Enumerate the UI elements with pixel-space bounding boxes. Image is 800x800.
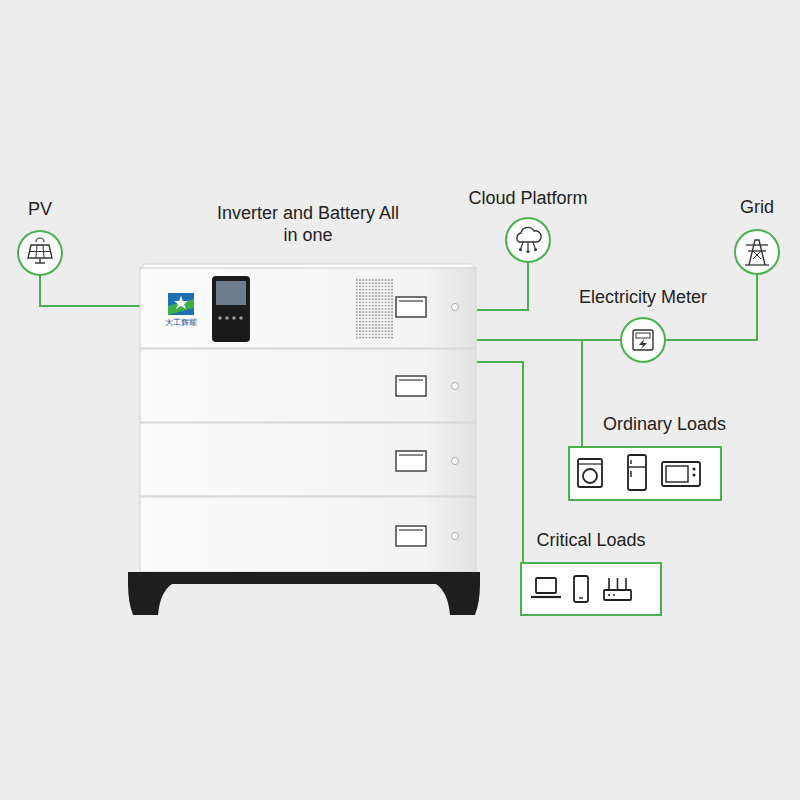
- icon-circle: [505, 217, 551, 263]
- device-icons: [520, 562, 662, 616]
- icon-circle: [734, 229, 780, 275]
- connector-line: [666, 275, 757, 340]
- unit-body: [140, 265, 477, 617]
- icon-circle: [620, 317, 666, 363]
- connector-line: [477, 263, 528, 310]
- load-box: Ordinary Loads: [564, 413, 728, 503]
- inverter-battery-unit: Inverter and Battery All in one: [138, 202, 478, 618]
- node-label: Inverter and Battery All in one: [216, 202, 401, 246]
- node-label: PV: [8, 198, 72, 220]
- node-label: Grid: [725, 196, 789, 218]
- solar-panel-icon: [19, 232, 61, 274]
- node-label: Critical Loads: [516, 529, 666, 551]
- cloud-icon: [507, 219, 549, 261]
- load-box: Critical Loads: [516, 529, 666, 619]
- inverter-battery-cabinet: [128, 264, 480, 615]
- node-label: Cloud Platform: [453, 187, 603, 209]
- meter-node: Electricity Meter: [561, 286, 725, 364]
- grid-node: Grid: [725, 196, 789, 276]
- pv-node: PV: [8, 198, 72, 278]
- icon-circle: [17, 230, 63, 276]
- node-label: Electricity Meter: [561, 286, 725, 308]
- connector-line: [40, 276, 140, 306]
- connector-line: [477, 362, 523, 562]
- connector-line: [477, 340, 582, 446]
- load-box-outline: [568, 446, 722, 501]
- brand-logo-text: 大工辉耀: [158, 318, 204, 328]
- power-tower-icon: [736, 231, 778, 273]
- meter-icon: [622, 319, 664, 361]
- cloud-node: Cloud Platform: [453, 187, 603, 265]
- node-label: Ordinary Loads: [564, 413, 728, 435]
- load-box-outline: [520, 562, 662, 616]
- appliance-icons: [568, 446, 722, 501]
